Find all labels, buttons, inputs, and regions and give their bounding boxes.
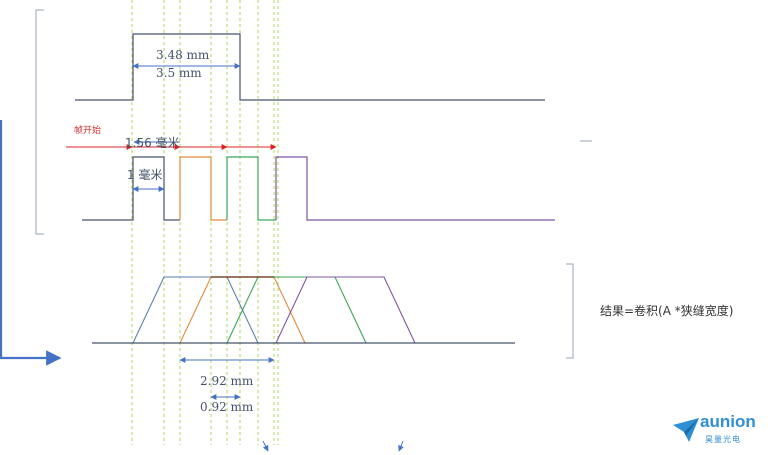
- pulse-period-label: 1.56 毫米: [125, 135, 180, 150]
- pulse-orange: [179, 156, 227, 221]
- pulse-purple: [275, 156, 555, 221]
- left-bracket: [35, 9, 44, 235]
- paper-plane-icon: [673, 418, 699, 442]
- bottom-arrow-right: [398, 440, 404, 452]
- top-signal: [75, 33, 545, 101]
- aunion-logo: aunion 昊量光电: [672, 412, 776, 450]
- guide-lines: [131, 0, 279, 445]
- result-label: 结果=卷积(A *狭缝宽度): [600, 303, 733, 318]
- bottom-arrow-left: [262, 440, 269, 452]
- right-bracket: [566, 263, 574, 359]
- pulse-train: [82, 156, 555, 221]
- frame-start-label: 帧开始: [74, 124, 101, 136]
- trap-width-label-1: 2.92 mm: [200, 374, 254, 388]
- trapezoid-purple: [275, 276, 416, 344]
- trapezoid-green: [226, 276, 367, 344]
- pulse-blue: [82, 156, 180, 221]
- trapezoid-group: [132, 276, 416, 344]
- logo-subtitle: 昊量光电: [705, 435, 741, 444]
- top-width-label-1: 3.48 mm: [156, 48, 210, 62]
- flow-arrow: [0, 120, 62, 366]
- top-width-label-2: 3.5 mm: [156, 66, 202, 80]
- trap-width-label-2: 0.92 mm: [200, 400, 254, 414]
- pulse-width-label: 1 毫米: [127, 167, 162, 182]
- logo-wordmark: aunion: [700, 412, 756, 431]
- pulse-green: [226, 156, 276, 221]
